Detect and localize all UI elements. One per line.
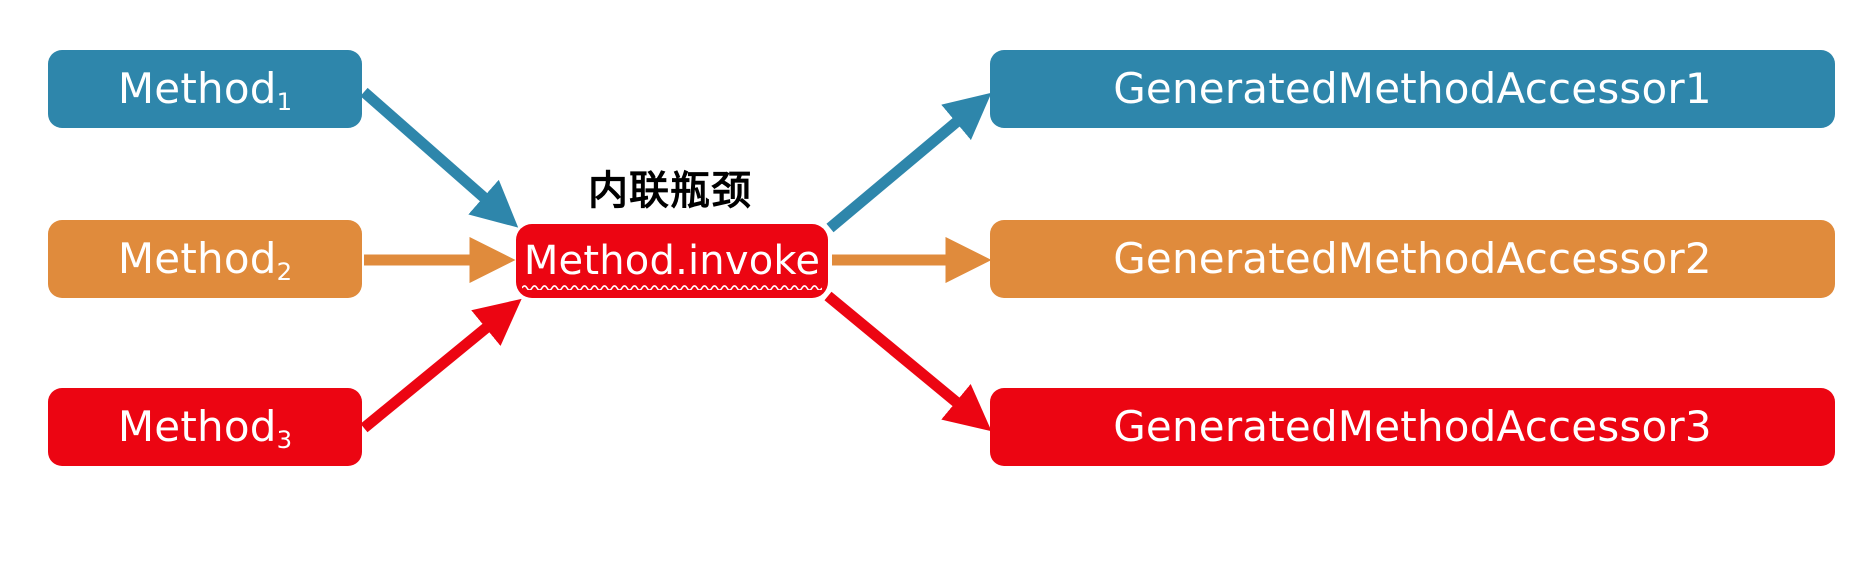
node-method-2-subscript: 2 — [276, 257, 293, 287]
node-method-invoke-label-wrap: Method.invoke — [521, 238, 822, 290]
wavy-underline-icon — [521, 285, 822, 290]
node-method-3-base: Method — [117, 402, 277, 451]
node-method-3-subscript: 3 — [276, 425, 293, 455]
node-accessor-2-label: GeneratedMethodAccessor2 — [1113, 234, 1712, 283]
node-method-1-subscript: 1 — [276, 87, 293, 117]
edge-method3-invoke — [360, 298, 522, 433]
node-method-2-label: Method2 — [118, 238, 292, 284]
node-method-3[interactable]: Method3 — [48, 388, 362, 466]
node-accessor-1-label: GeneratedMethodAccessor1 — [1113, 64, 1712, 113]
node-method-2[interactable]: Method2 — [48, 220, 362, 298]
edge-invoke-accessor1 — [826, 92, 992, 233]
node-accessor-2[interactable]: GeneratedMethodAccessor2 — [990, 220, 1835, 298]
node-method-1-label: Method1 — [118, 68, 292, 114]
node-method-1[interactable]: Method1 — [48, 50, 362, 128]
bottleneck-caption: 内联瓶颈 — [588, 168, 752, 214]
node-method-invoke[interactable]: Method.invoke — [516, 224, 828, 298]
node-method-1-base: Method — [117, 64, 277, 113]
node-accessor-3[interactable]: GeneratedMethodAccessor3 — [990, 388, 1835, 466]
edge-invoke-accessor3 — [824, 291, 992, 432]
node-accessor-1[interactable]: GeneratedMethodAccessor1 — [990, 50, 1835, 128]
node-method-3-label: Method3 — [118, 406, 292, 452]
edge-method1-invoke — [360, 87, 519, 228]
node-method-invoke-label: Method.invoke — [523, 238, 821, 284]
node-method-2-base: Method — [117, 234, 277, 283]
node-accessor-3-label: GeneratedMethodAccessor3 — [1113, 402, 1712, 451]
